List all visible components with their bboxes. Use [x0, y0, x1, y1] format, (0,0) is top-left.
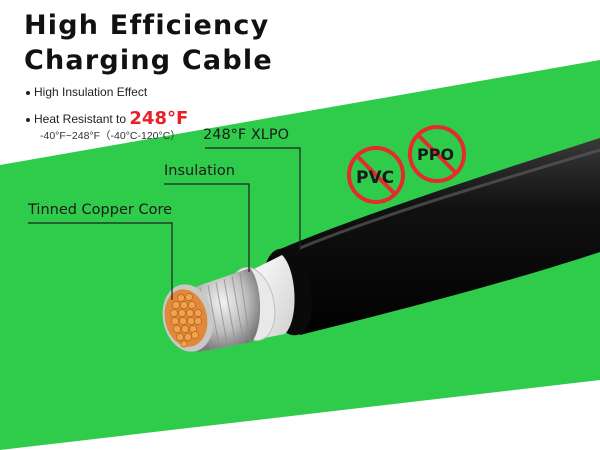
copper-core-face [162, 284, 214, 352]
feature-text: High Insulation Effect [34, 85, 148, 99]
temperature-range: -40°F~248°F（-40°C-120°C） [40, 130, 181, 142]
pvc-badge-label: PVC [356, 168, 395, 188]
insulation-label: Insulation [164, 163, 235, 179]
headline-line-1: High Efficiency [24, 10, 270, 41]
core-leader-line [28, 222, 173, 300]
bullet-icon [26, 90, 30, 95]
no-pvc-icon [347, 146, 405, 204]
core-label: Tinned Copper Core [28, 202, 173, 218]
headline-line-2: Charging Cable [24, 45, 273, 76]
bullet-icon [26, 117, 30, 122]
no-ppo-icon [408, 125, 466, 183]
jacket-label: 248°F XLPO [203, 127, 290, 143]
feature-text: Heat Resistant to [34, 112, 127, 126]
ppo-badge-label: PPO [417, 145, 455, 164]
max-temperature-highlight: 248°F [129, 108, 189, 129]
feature-item-heat-resistance: Heat Resistant to 248°F [26, 108, 188, 129]
feature-item-insulation: High Insulation Effect [26, 85, 147, 99]
jacket-leader-line [205, 147, 301, 250]
insulation-leader-line [164, 183, 250, 272]
